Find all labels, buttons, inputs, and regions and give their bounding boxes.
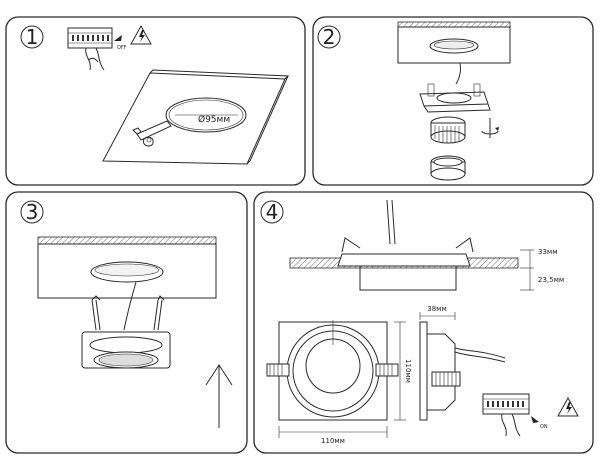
spring-clip-left [91,295,101,331]
cutout-diameter-label: Ø95мм [198,114,230,125]
hole-saw-tool-icon [132,120,172,147]
panel-step-3: 3 [5,191,248,454]
side-depth-label: 38мм [427,305,446,313]
rotate-arrow-icon [481,118,499,138]
fixture-assembly [81,331,171,369]
step-1-badge [20,25,44,49]
power-wire [455,62,461,85]
width-label: 110мм [321,437,345,445]
panel-step-4: 4 33мм 23,5мм [253,191,594,454]
high-voltage-warning-icon [557,396,579,417]
step-3-number: 3 [26,200,39,224]
switch-on-label: ON [540,424,548,430]
step-3-badge [20,200,44,224]
push-up-arrow-icon [205,364,233,428]
breaker-switch-icon [482,393,530,437]
step-2-number: 2 [323,25,336,49]
cutout-circle [165,97,247,133]
power-wire [123,281,137,331]
panel-step-2: 2 [312,16,594,186]
off-arrow-icon [114,35,122,41]
on-arrow-icon [531,416,539,423]
height-top-label: 33мм [538,248,557,256]
breaker-switch-icon [67,27,113,71]
high-voltage-warning-icon [130,24,152,45]
lamp-module [430,116,466,144]
panel-step-1: 1 OFF [5,16,306,186]
step-1-number: 1 [26,25,39,49]
step-4-badge [260,200,284,224]
section-view [289,199,534,291]
fixture-housing [419,83,491,113]
switch-off-label: OFF [117,45,127,51]
front-view [266,320,406,438]
ceiling-section [37,236,217,299]
ceiling-section [397,21,511,64]
step-4-number: 4 [266,200,279,224]
height-bottom-label: 23,5мм [538,276,564,284]
side-view [419,312,506,421]
spring-clip-right [153,295,165,331]
height-label: 110мм [404,359,412,383]
trim-ring [430,155,466,181]
step-2-badge [317,25,341,49]
